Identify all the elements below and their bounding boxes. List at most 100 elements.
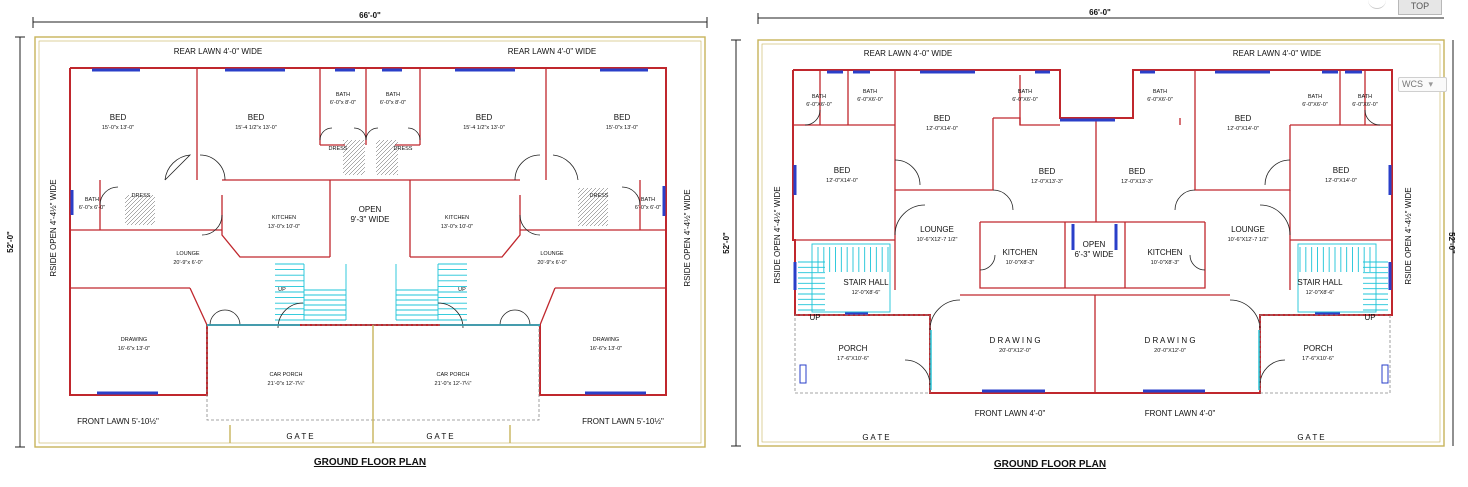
room-bed-size: 12'-0"X14'-0" <box>1325 178 1357 184</box>
chevron-down-icon: ▾ <box>1428 79 1434 89</box>
room-dress-label: DRESS <box>590 193 609 199</box>
left-floor-plan <box>15 17 1388 448</box>
room-bath-size: 6'-0"x 6'-0" <box>635 205 661 211</box>
room-drawing-label: D R A W I N G <box>989 336 1040 345</box>
left-dimension-lines <box>15 17 708 448</box>
right-dimension-lines <box>731 13 1454 447</box>
right-porch-1-outline <box>794 314 931 394</box>
right-plan-title: GROUND FLOOR PLAN <box>994 459 1106 470</box>
room-bath-size: 6'-0"X6'-0" <box>857 97 883 103</box>
room-bed-size: 12'-0"X14'-0" <box>826 178 858 184</box>
open-size: 9'-3" WIDE <box>350 215 389 224</box>
right-plot-boundary <box>757 39 1445 447</box>
room-bed-label: BED <box>1129 167 1146 176</box>
room-kitchen-label: KITCHEN <box>272 215 296 221</box>
room-bath-label: BATH <box>336 92 350 98</box>
right-rear-lawn-2: REAR LAWN 4'-0" WIDE <box>1233 49 1322 58</box>
left-stairs <box>275 247 1388 321</box>
room-stair-hall-label: STAIR HALL <box>843 278 889 287</box>
room-bed-label: BED <box>1235 114 1252 123</box>
room-kitchen-size: 10'-0"X8'-3" <box>1006 260 1035 266</box>
room-porch-label: PORCH <box>1304 344 1333 353</box>
room-lounge-size: 10'-6"X12'-7 1/2" <box>1228 237 1269 243</box>
open-label: OPEN <box>1083 240 1106 249</box>
stair-up-label: UP <box>458 287 466 293</box>
room-lounge-size: 20'-9"x 6'-0" <box>537 260 566 266</box>
viewcube[interactable]: TOP <box>1398 0 1442 15</box>
left-dress-hatch-3 <box>343 140 365 175</box>
left-walls <box>69 67 667 396</box>
room-car-porch-size: 21'-0"x 12'-7¼" <box>268 381 305 387</box>
left-dress-hatch-4 <box>376 140 398 175</box>
left-width-dimension: 66'-0" <box>359 11 381 20</box>
room-kitchen-label: KITCHEN <box>1147 248 1182 257</box>
room-kitchen-size: 13'-0"x 10'-0" <box>441 224 473 230</box>
right-side-open-2: RSIDE OPEN 4'-4½" WIDE <box>1404 187 1413 284</box>
stair-up-label: UP <box>278 287 286 293</box>
room-bed-size: 12'-0"X13'-3" <box>1121 179 1153 185</box>
room-car-porch-label: CAR PORCH <box>269 372 302 378</box>
right-side-open-1: RSIDE OPEN 4'-4½" WIDE <box>773 186 782 283</box>
left-front-lawn-2: FRONT LAWN 5'-10½" <box>582 417 664 426</box>
room-bed-size: 12'-0"X14'-0" <box>926 126 958 132</box>
viewcube-face-label: TOP <box>1410 1 1430 11</box>
room-bed-size: 15'-4 1/2"x 13'-0" <box>463 125 505 131</box>
room-stair-hall-label: STAIR HALL <box>1297 278 1343 287</box>
left-plot-boundary <box>34 36 706 448</box>
room-porch-size: 17'-6"X10'-6" <box>1302 356 1334 362</box>
room-bath-size: 6'-0"X6'-0" <box>1352 102 1378 108</box>
left-rear-lawn-1: REAR LAWN 4'-0" WIDE <box>174 47 263 56</box>
right-walls <box>792 69 1393 394</box>
left-gate-1: G A T E <box>286 432 313 441</box>
room-bath-label: BATH <box>386 92 400 98</box>
room-bath-size: 6'-0"x 6'-0" <box>79 205 105 211</box>
room-drawing-size: 20'-0"X12'-0" <box>1154 348 1186 354</box>
room-kitchen-size: 13'-0"x 10'-0" <box>268 224 300 230</box>
room-bed-size: 12'-0"X13'-3" <box>1031 179 1063 185</box>
right-gate-2: G A T E <box>1297 433 1324 442</box>
left-doors <box>99 127 641 329</box>
right-depth-dimension: 52'-0" <box>722 232 731 254</box>
room-bed-label: BED <box>1039 167 1056 176</box>
room-bed-size: 15'-0"x 13'-0" <box>102 125 134 131</box>
room-lounge-label: LOUNGE <box>176 251 200 257</box>
room-drawing-label: D R A W I N G <box>1144 336 1195 345</box>
right-front-lawn-1: FRONT LAWN 4'-0" <box>975 409 1046 418</box>
room-bed-size: 12'-0"X14'-0" <box>1227 126 1259 132</box>
room-drawing-label: DRAWING <box>121 337 147 343</box>
compass-ring[interactable] <box>1368 0 1386 9</box>
room-bath-size: 6'-0"X6'-0" <box>1012 97 1038 103</box>
room-stair-hall-size: 12'-0"X8'-6" <box>852 290 881 296</box>
room-lounge-label: LOUNGE <box>540 251 564 257</box>
room-bed-label: BED <box>476 113 493 122</box>
room-bath-size: 6'-0"X6'-0" <box>1302 102 1328 108</box>
room-bath-label: BATH <box>641 197 655 203</box>
room-lounge-label: LOUNGE <box>1231 225 1265 234</box>
room-car-porch-label: CAR PORCH <box>436 372 469 378</box>
room-kitchen-label: KITCHEN <box>445 215 469 221</box>
right-front-lawn-2: FRONT LAWN 4'-0" <box>1145 409 1216 418</box>
room-bath-size: 6'-0"X6'-0" <box>806 102 832 108</box>
left-dress-hatch-2 <box>578 188 608 226</box>
left-rear-lawn-2: REAR LAWN 4'-0" WIDE <box>508 47 597 56</box>
left-gate-2: G A T E <box>426 432 453 441</box>
left-front-lawn-1: FRONT LAWN 5'-10½" <box>77 417 159 426</box>
room-stair-hall-size: 12'-0"X8'-6" <box>1306 290 1335 296</box>
room-drawing-size: 16'-6"x 13'-0" <box>590 346 622 352</box>
right-gate-1: G A T E <box>862 433 889 442</box>
left-labels: 66'-0" 52'-0" REAR LAWN 4'-0" WIDE REAR … <box>6 11 692 468</box>
right-stairs <box>811 243 1377 313</box>
room-dress-label: DRESS <box>394 146 413 152</box>
left-side-open-2: RSIDE OPEN 4'-4½" WIDE <box>683 189 692 286</box>
room-bath-label: BATH <box>85 197 99 203</box>
room-bath-label: BATH <box>1358 94 1372 100</box>
wcs-menu-button[interactable]: WCS ▾ <box>1398 77 1447 92</box>
left-side-open-1: RSIDE OPEN 4'-4½" WIDE <box>49 179 58 276</box>
room-lounge-size: 20'-9"x 6'-0" <box>173 260 202 266</box>
room-kitchen-label: KITCHEN <box>1002 248 1037 257</box>
room-bed-label: BED <box>110 113 127 122</box>
open-size: 6'-3" WIDE <box>1074 250 1113 259</box>
room-dress-label: DRESS <box>132 193 151 199</box>
left-dress-hatch-1 <box>125 195 155 225</box>
